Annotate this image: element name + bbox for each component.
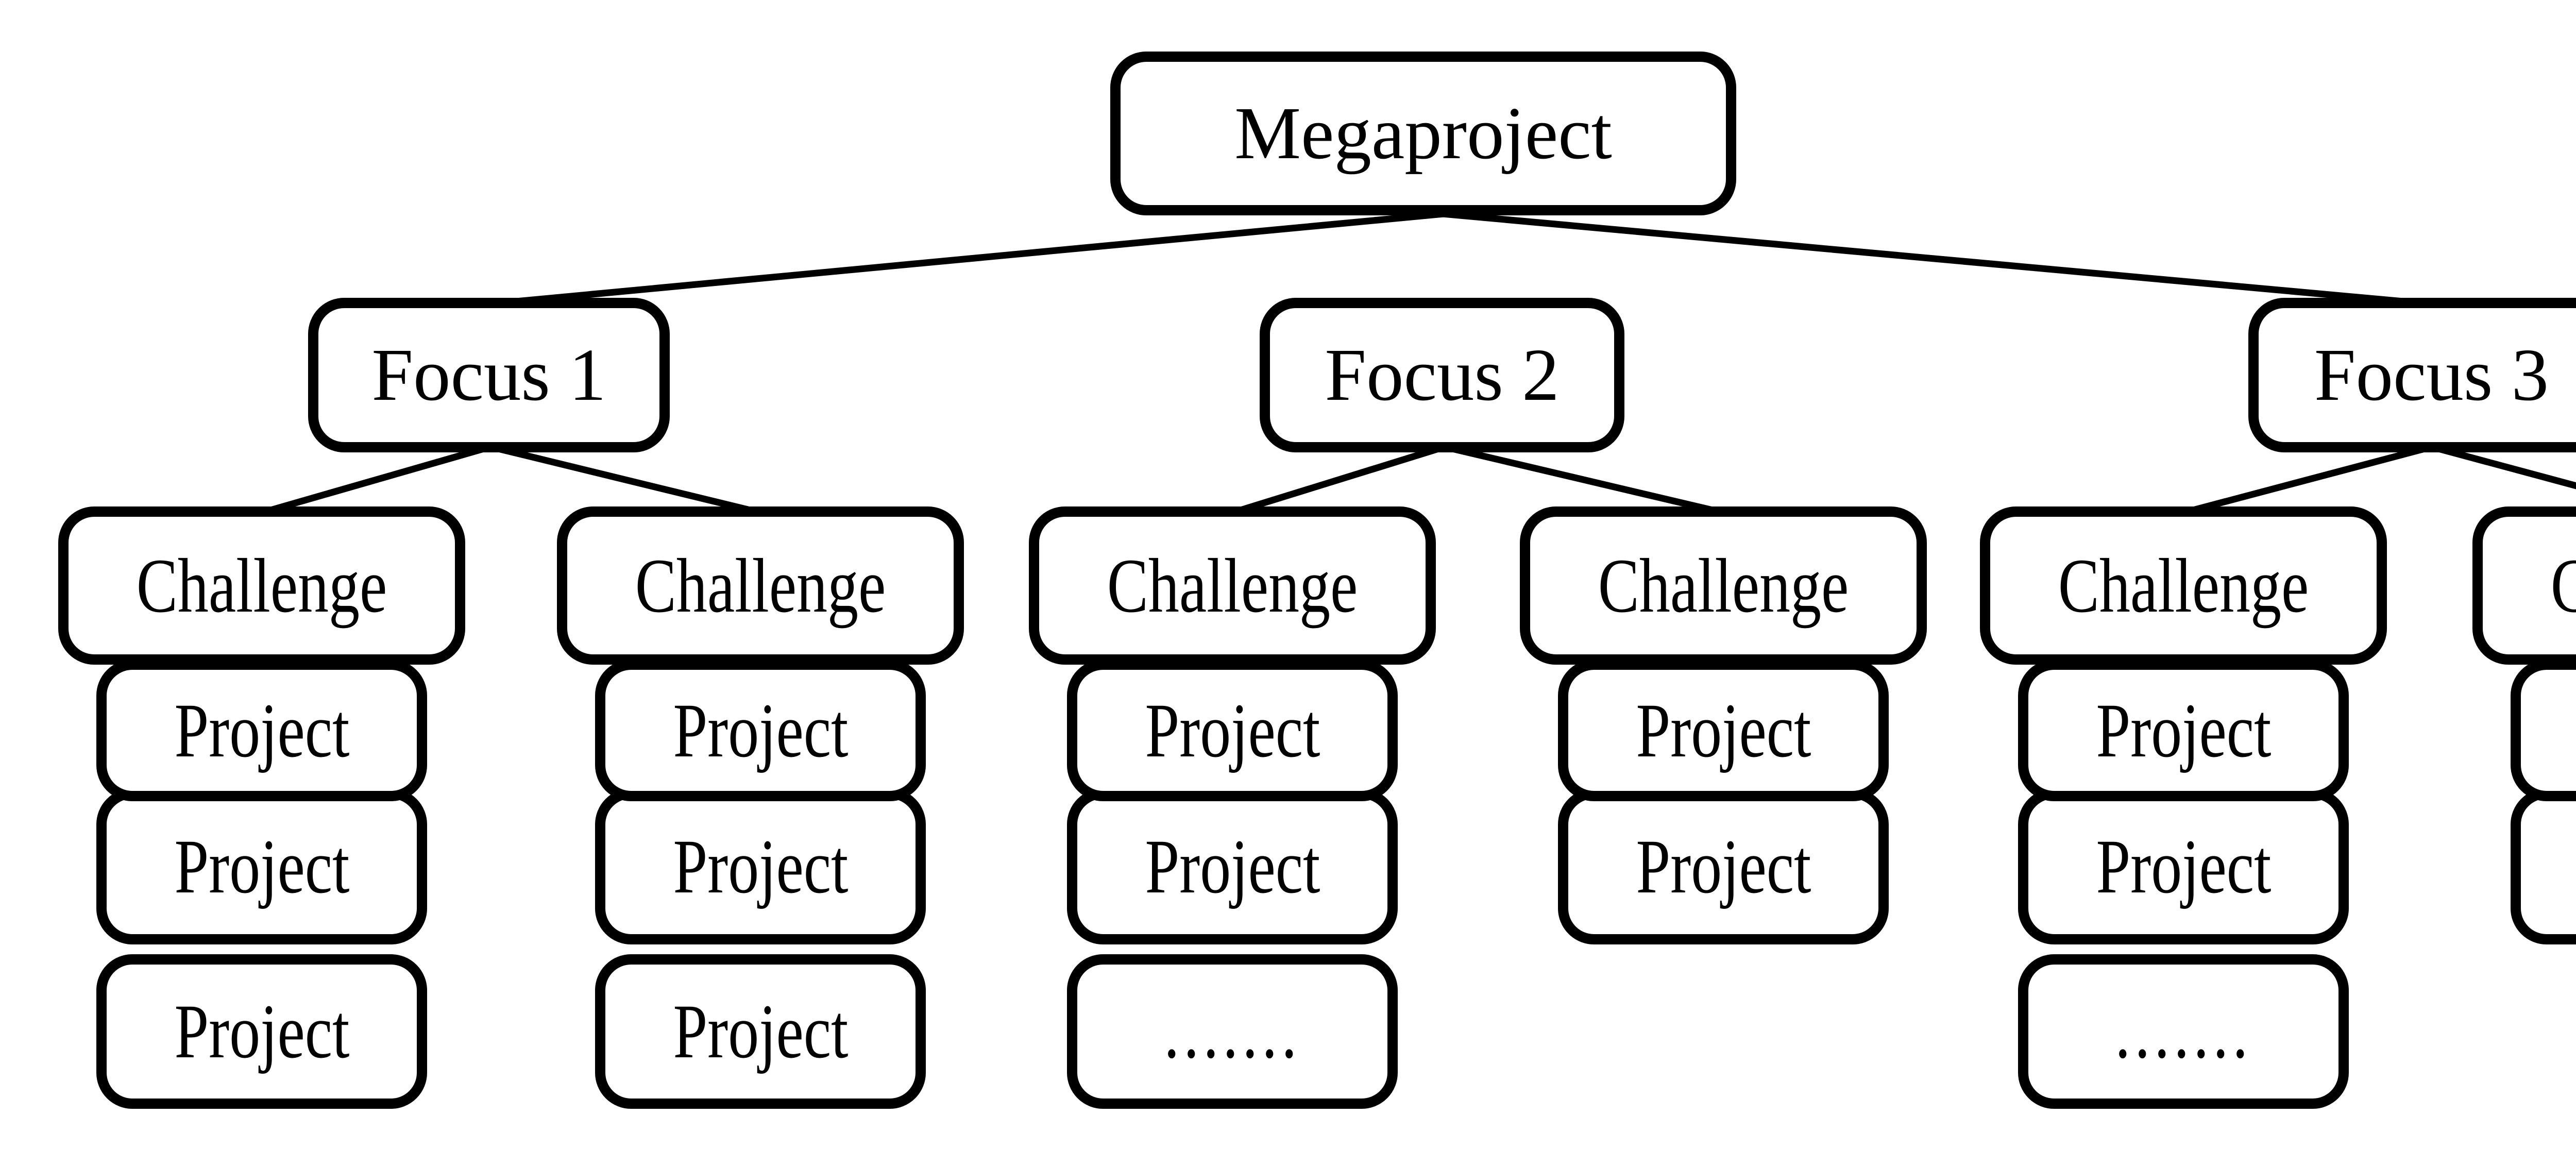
project-label: Project bbox=[1145, 823, 1320, 909]
project-node: Project bbox=[595, 954, 926, 1109]
project-label: Project bbox=[2096, 687, 2271, 773]
focus-node-2: Focus 2 bbox=[1260, 298, 1624, 452]
edge-focus3-challenge5 bbox=[2182, 438, 2451, 516]
focus-label: Focus 1 bbox=[371, 334, 606, 416]
focus-label: Focus 3 bbox=[2314, 334, 2549, 416]
challenge-label: Challenge bbox=[2551, 542, 2576, 630]
project-label: Project bbox=[673, 687, 848, 773]
root-node: Megaproject bbox=[1110, 52, 1736, 215]
project-label: Project bbox=[1145, 687, 1320, 773]
project-node: Project bbox=[96, 660, 427, 801]
edge-focus3-challenge6 bbox=[2413, 438, 2576, 489]
challenge-node: Challenge bbox=[2472, 506, 2576, 665]
project-label: Project bbox=[673, 989, 848, 1074]
project-node: Project bbox=[1558, 788, 1889, 944]
project-node: Project bbox=[2018, 788, 2349, 944]
project-label: Project bbox=[1636, 687, 1811, 773]
project-label: Project bbox=[2096, 823, 2271, 909]
project-node: Project bbox=[595, 660, 926, 801]
edge-focus1-challenge2 bbox=[470, 438, 761, 516]
ellipsis-node: ....... bbox=[2018, 954, 2349, 1109]
challenge-node: Challenge bbox=[58, 506, 465, 665]
challenge-label: Challenge bbox=[635, 543, 886, 629]
ellipsis-label: ....... bbox=[2115, 989, 2252, 1074]
challenge-label: Challenge bbox=[2058, 543, 2309, 629]
project-node: Project bbox=[595, 788, 926, 944]
challenge-node: Challenge bbox=[1029, 506, 1436, 665]
project-node: Project bbox=[1558, 660, 1889, 801]
project-node: Project bbox=[1067, 788, 1398, 944]
project-node: Project bbox=[1067, 660, 1398, 801]
focus-label: Focus 2 bbox=[1325, 334, 1560, 416]
project-node: Project bbox=[2018, 660, 2349, 801]
edge-root-focus3 bbox=[1414, 208, 2432, 308]
root-label: Megaproject bbox=[1234, 92, 1612, 175]
project-node: Project bbox=[96, 788, 427, 944]
challenge-node: Challenge bbox=[1520, 506, 1927, 665]
challenge-label: Challenge bbox=[1598, 543, 1849, 629]
focus-node-1: Focus 1 bbox=[308, 298, 670, 452]
edge-focus1-challenge1 bbox=[261, 438, 508, 516]
challenge-label: Challenge bbox=[136, 543, 387, 629]
project-node: Project bbox=[2511, 660, 2576, 801]
challenge-node: Challenge bbox=[557, 506, 964, 665]
challenge-node: Challenge bbox=[1980, 506, 2387, 665]
challenge-label: Challenge bbox=[1107, 543, 1358, 629]
project-label: Project bbox=[174, 989, 349, 1074]
project-node: Project bbox=[2511, 788, 2576, 944]
project-label: Project bbox=[174, 687, 349, 773]
ellipsis-label: ....... bbox=[1164, 989, 1301, 1074]
edge-focus2-challenge3 bbox=[1231, 438, 1461, 516]
ellipsis-node: ....... bbox=[1067, 954, 1398, 1109]
edge-root-focus1 bbox=[488, 208, 1472, 308]
project-node: Project bbox=[96, 954, 427, 1109]
project-label: Project bbox=[673, 823, 848, 909]
focus-node-3: Focus 3 bbox=[2248, 298, 2576, 452]
edge-focus2-challenge4 bbox=[1423, 438, 1724, 516]
project-label: Project bbox=[174, 823, 349, 909]
project-label: Project bbox=[1636, 823, 1811, 909]
